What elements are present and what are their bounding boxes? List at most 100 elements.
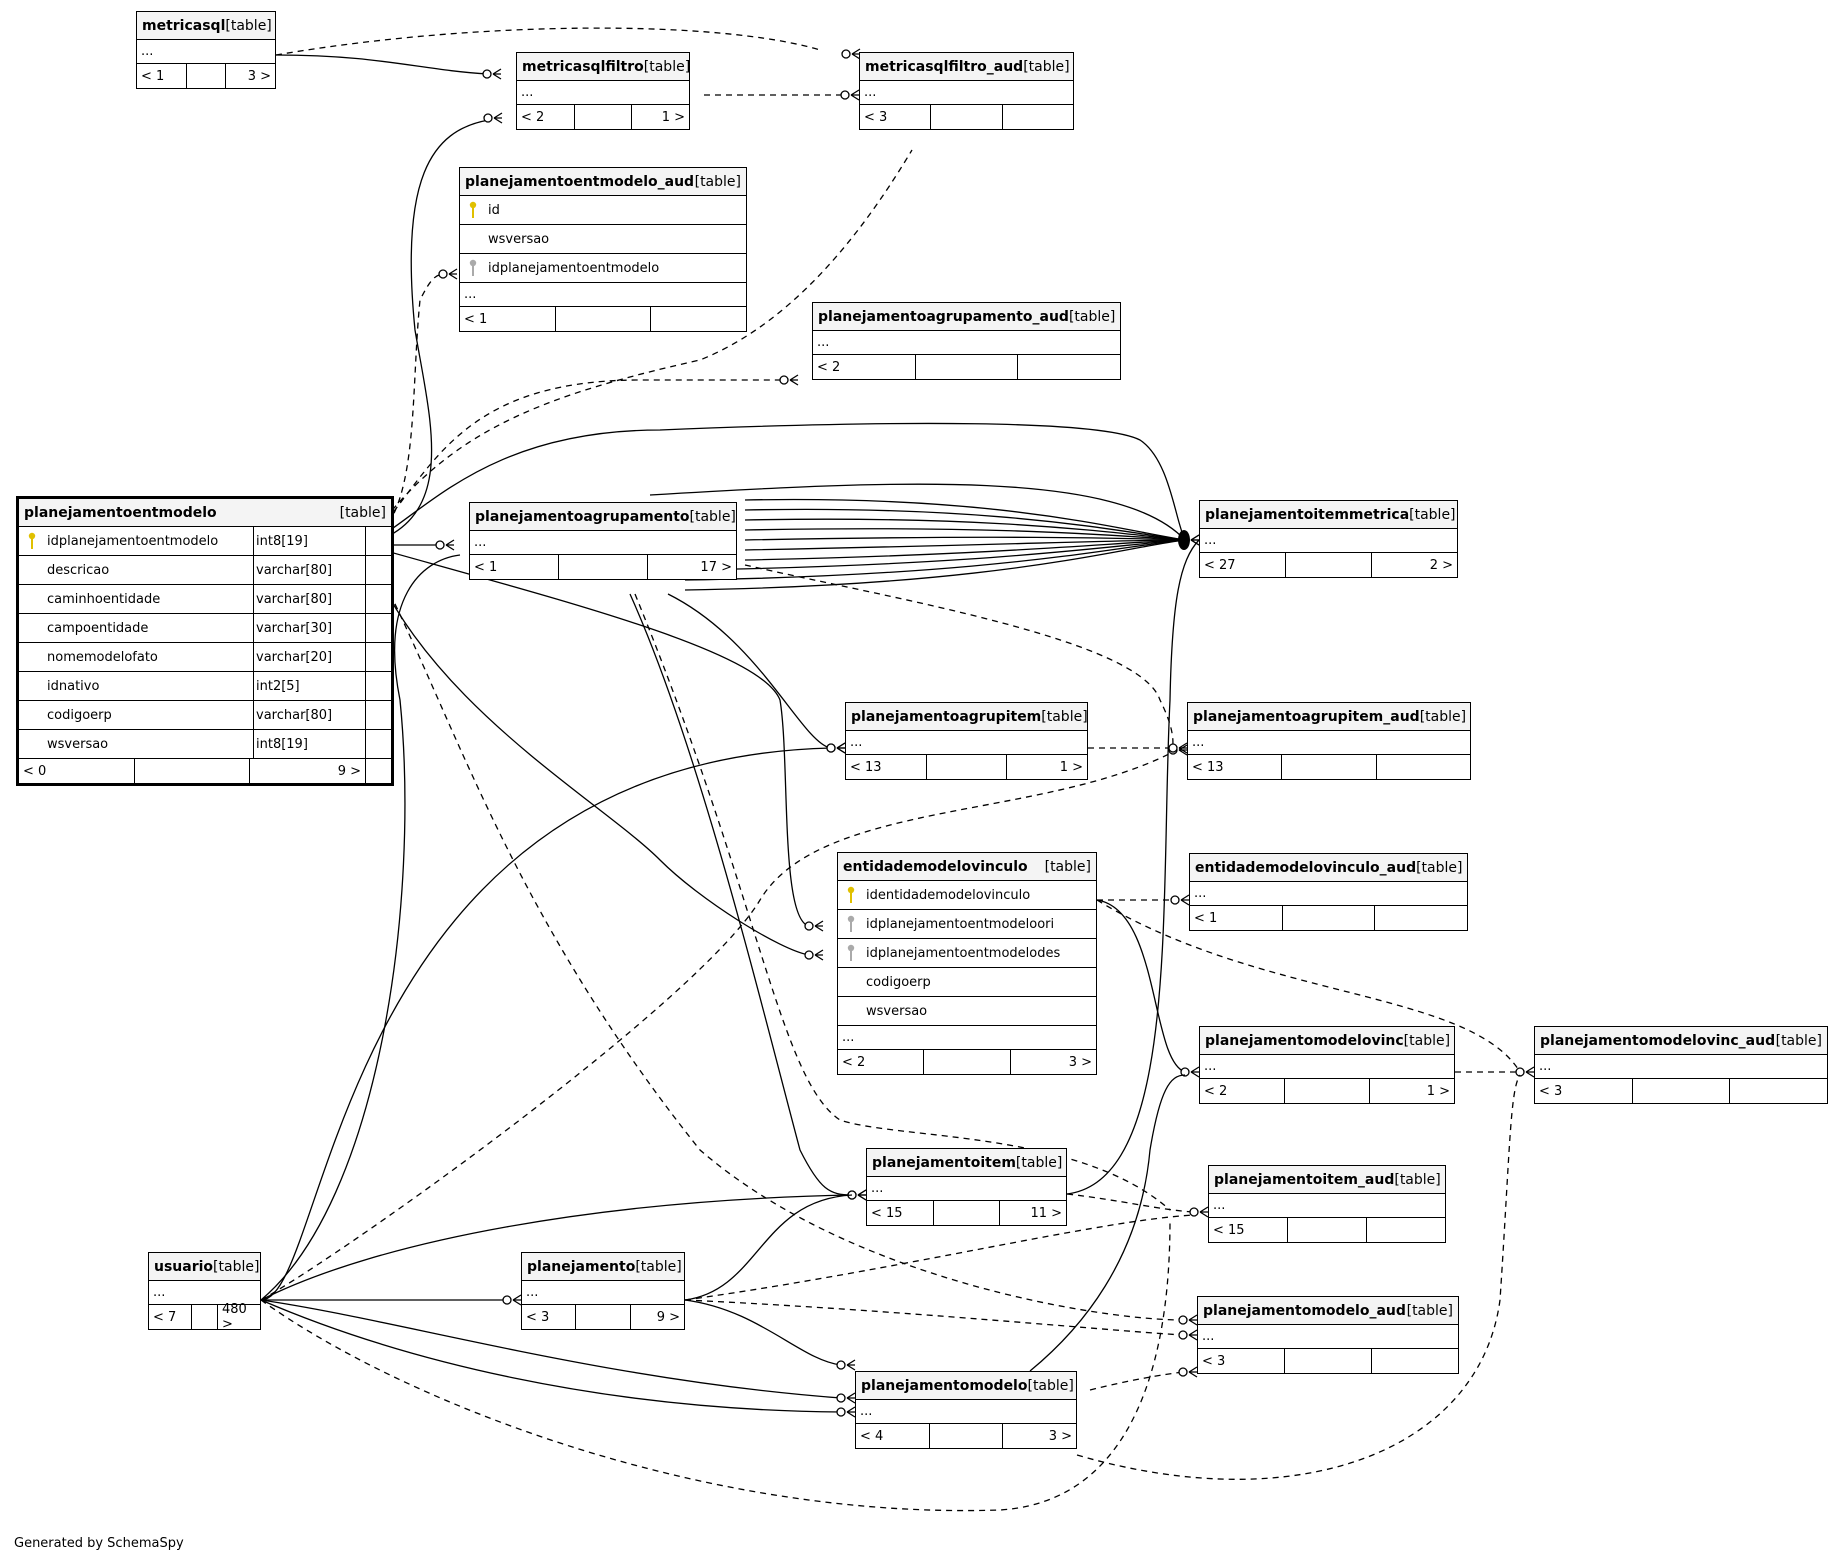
- column-type: int8[19]: [253, 730, 365, 758]
- column-type: varchar[80]: [253, 701, 365, 729]
- zero-or-many-marker: [840, 89, 860, 101]
- column-name: identidademodelovinculo: [866, 887, 1031, 903]
- column-name: wsversao: [866, 1003, 928, 1019]
- table-ellipsis: ...: [522, 1281, 684, 1305]
- footer-children: 1 >: [631, 105, 689, 129]
- relationship-line: [744, 564, 1174, 751]
- table-type: [table]: [1406, 1302, 1453, 1319]
- relationship-line: [667, 593, 831, 749]
- relationship-line: [275, 27, 821, 56]
- footer-parents: < 13: [1192, 759, 1224, 775]
- relationship-line: [684, 539, 1186, 571]
- table-ellipsis: ...: [867, 1177, 1066, 1201]
- table-planejamentomodelovinc-aud[interactable]: planejamentomodelovinc_aud[table] ... < …: [1534, 1026, 1828, 1104]
- table-type: [table]: [1775, 1032, 1822, 1049]
- table-type: [table]: [1394, 1171, 1441, 1188]
- table-planejamentoitem-aud[interactable]: planejamentoitem_aud[table] ... < 15: [1208, 1165, 1446, 1243]
- foreign-key-icon: [460, 259, 486, 277]
- table-name: planejamentomodelovinc: [1205, 1032, 1404, 1049]
- table-ellipsis: ...: [517, 81, 689, 105]
- table-footer: < 13: [1188, 755, 1470, 779]
- table-ellipsis: ...: [1209, 1194, 1445, 1218]
- relationship-line: [684, 539, 1186, 591]
- column-name: idnativo: [47, 678, 100, 694]
- footer-mid: [928, 1424, 1003, 1448]
- table-ellipsis: ...: [149, 1281, 260, 1305]
- relationship-line: [364, 544, 810, 956]
- relationship-line: [744, 539, 1186, 561]
- table-type: [table]: [1419, 708, 1467, 725]
- column-name: caminhoentidade: [47, 591, 161, 607]
- table-metricasqlfiltro-aud[interactable]: metricasqlfiltro_aud[table] ... < 3: [859, 52, 1074, 130]
- zero-or-many-marker: [836, 1406, 856, 1418]
- footer-mid: [133, 759, 250, 783]
- column-type: varchar[20]: [253, 643, 365, 671]
- column-type: int2[5]: [253, 672, 365, 700]
- relationship-line: [1066, 539, 1200, 1195]
- table-entidademodelovinculo-aud[interactable]: entidademodelovinculo_aud[table] ... < 1: [1189, 853, 1468, 931]
- relationship-line: [744, 536, 1186, 541]
- relationship-line: [260, 1299, 842, 1413]
- relationship-line: [364, 119, 490, 546]
- relationship-line: [634, 593, 1171, 1211]
- primary-key-icon: [460, 201, 486, 219]
- table-ellipsis: ...: [137, 40, 275, 64]
- footer-parents: < 4: [860, 1428, 884, 1444]
- table-name: planejamentoitem_aud: [1214, 1171, 1395, 1188]
- zero-or-many-marker: [779, 374, 799, 386]
- relationship-line: [260, 747, 832, 1301]
- table-planejamentoagrupamento-aud[interactable]: planejamentoagrupamento_aud[table] ... <…: [812, 302, 1121, 380]
- zero-or-many-marker: [804, 949, 824, 961]
- relationship-line: [744, 498, 1186, 541]
- footer-parents: < 1: [1194, 910, 1218, 926]
- table-ellipsis: ...: [860, 81, 1073, 105]
- footer-mid: [1281, 755, 1375, 779]
- table-name: metricasqlfiltro_aud: [865, 58, 1024, 75]
- footer-mid: [558, 555, 647, 579]
- table-name: planejamentomodelovinc_aud: [1540, 1032, 1776, 1049]
- column-row: idnativo int2[5]: [19, 672, 391, 701]
- table-planejamentoentmodelo-aud[interactable]: planejamentoentmodelo_aud[table] id wsve…: [459, 167, 747, 332]
- table-footer: < 1: [460, 307, 746, 331]
- table-name: planejamentoentmodelo_aud: [465, 173, 695, 190]
- zero-or-many-marker: [1178, 1329, 1198, 1341]
- table-type: [table]: [1027, 1377, 1074, 1394]
- column-type: varchar[80]: [253, 556, 365, 584]
- relationship-line: [684, 1214, 1195, 1301]
- relationship-line: [629, 593, 853, 1196]
- table-planejamentoentmodelo[interactable]: planejamentoentmodelo[table] idplanejame…: [16, 496, 394, 786]
- relationship-line: [684, 539, 1186, 581]
- table-planejamentoagrupitem-aud[interactable]: planejamentoagrupitem_aud[table] ... < 1…: [1187, 702, 1471, 780]
- footer-parents: < 3: [864, 109, 888, 125]
- table-ellipsis: ...: [846, 731, 1087, 755]
- footer-mid: [1631, 1079, 1730, 1103]
- footer-children: [1729, 1079, 1827, 1103]
- table-entidademodelovinculo[interactable]: entidademodelovinculo[table] identidadem…: [837, 852, 1097, 1075]
- column-name: idplanejamentoentmodelodes: [866, 945, 1061, 961]
- table-planejamentomodelo-aud[interactable]: planejamentomodelo_aud[table] ... < 3: [1197, 1296, 1459, 1374]
- footer-parents: < 0: [23, 763, 47, 779]
- table-footer: < 15: [1209, 1218, 1445, 1242]
- table-name: planejamentoagrupamento: [475, 508, 690, 525]
- zero-or-many-marker: [1178, 1314, 1198, 1326]
- table-ellipsis: ...: [1200, 529, 1457, 553]
